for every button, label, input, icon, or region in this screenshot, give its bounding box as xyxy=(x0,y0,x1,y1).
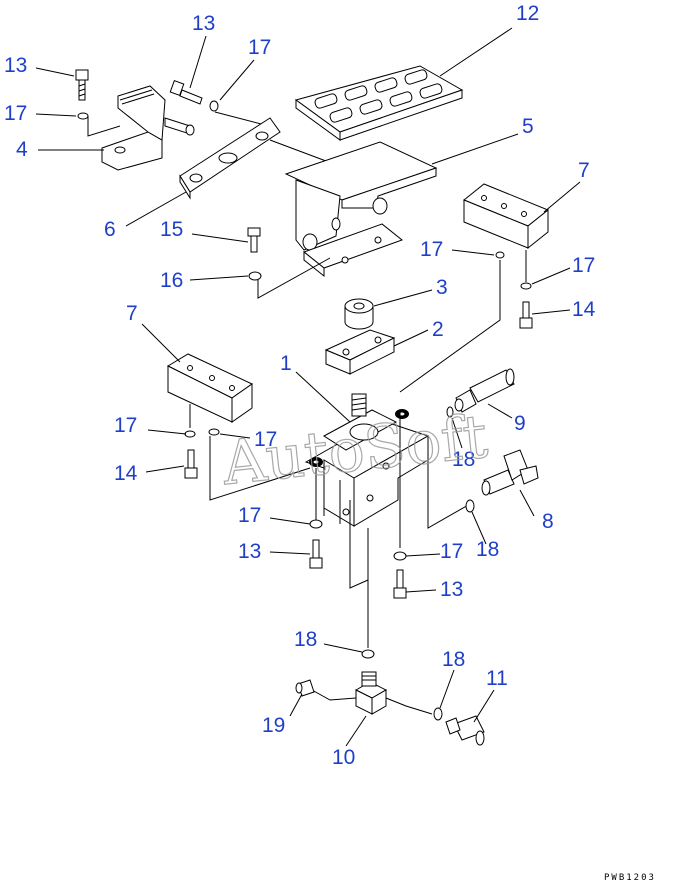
part-4-bracket xyxy=(101,85,195,171)
callout-3: 3 xyxy=(436,276,448,299)
part-13-bolt-lower-left xyxy=(309,539,323,569)
part-5-pedal-arm xyxy=(284,141,438,278)
callout-18-b: 18 xyxy=(476,538,499,561)
callout-16: 16 xyxy=(160,269,183,292)
callout-13-c: 13 xyxy=(238,540,261,563)
callout-7-b: 7 xyxy=(126,302,138,325)
reference-code: PWB1203 xyxy=(604,873,656,883)
callout-4: 4 xyxy=(16,138,28,161)
watermark: AutoSoft xyxy=(218,402,491,500)
callout-17-a: 17 xyxy=(4,102,27,125)
part-13-bolt-lower-right xyxy=(393,569,407,599)
callout-13-b: 13 xyxy=(192,12,215,35)
callout-14-a: 14 xyxy=(572,298,596,321)
callout-17-b: 17 xyxy=(248,36,271,59)
part-14-bolt-left xyxy=(184,449,198,479)
callout-11: 11 xyxy=(486,667,508,690)
callout-12: 12 xyxy=(516,2,539,25)
part-9-fitting xyxy=(454,368,515,413)
part-16-washer xyxy=(248,271,262,281)
part-12-pedal-pad xyxy=(294,65,464,141)
callout-6: 6 xyxy=(104,218,116,241)
callout-17-d: 17 xyxy=(572,254,595,277)
callout-5: 5 xyxy=(522,115,534,138)
part-1-valve xyxy=(304,393,430,527)
part-7-block-left xyxy=(166,353,253,423)
part-17-washer-left-b xyxy=(208,428,220,436)
callout-17-f: 17 xyxy=(254,428,277,451)
part-18-oring-bottom xyxy=(361,649,375,659)
callout-18-c: 18 xyxy=(294,628,317,651)
callout-1: 1 xyxy=(280,352,292,375)
part-17-washer-lower-left xyxy=(309,519,323,529)
part-18-oring-bottom-right xyxy=(433,707,443,721)
part-13-bolt-top xyxy=(169,80,203,105)
callout-15: 15 xyxy=(160,218,183,241)
callout-9: 9 xyxy=(514,412,526,435)
part-17-washer-top xyxy=(209,100,219,112)
part-18-oring-top xyxy=(446,406,454,418)
callout-7-a: 7 xyxy=(578,159,590,182)
part-13-bolt-top-left xyxy=(75,69,89,101)
callout-10: 10 xyxy=(332,746,355,769)
leader-lines xyxy=(35,27,581,747)
part-17-washer-top-left xyxy=(77,112,89,120)
part-8-elbow xyxy=(481,449,539,496)
callout-labels: 13 17 4 13 17 12 5 6 15 16 7 17 17 14 3 … xyxy=(4,2,596,769)
callout-18-d: 18 xyxy=(442,648,465,671)
part-7-block-right xyxy=(463,183,549,250)
callout-19: 19 xyxy=(262,714,285,737)
part-6-link-plate xyxy=(179,117,351,200)
callout-8: 8 xyxy=(542,510,554,533)
callout-17-c: 17 xyxy=(420,238,443,261)
callout-14-b: 14 xyxy=(114,462,138,485)
part-15-bolt xyxy=(247,227,261,253)
part-17-washer-right-top xyxy=(495,251,505,259)
part-17-washer-right xyxy=(520,282,532,290)
part-18-oring-mid xyxy=(465,499,475,513)
part-17-washer-lower-right xyxy=(393,551,407,561)
callout-13-a: 13 xyxy=(4,54,27,77)
callout-17-g: 17 xyxy=(238,504,261,527)
callout-13-d: 13 xyxy=(440,578,463,601)
part-3-spacer xyxy=(344,298,374,330)
part-19-fitting xyxy=(295,679,315,697)
part-17-washer-left-a xyxy=(184,430,196,438)
callout-18-a: 18 xyxy=(452,448,475,471)
part-10-tee xyxy=(311,671,433,715)
callout-17-e: 17 xyxy=(114,414,137,437)
callout-2: 2 xyxy=(432,318,444,341)
part-11-fitting xyxy=(445,715,485,746)
callout-17-h: 17 xyxy=(440,540,463,563)
part-14-bolt-right xyxy=(519,301,533,329)
part-2-plate xyxy=(324,329,396,375)
